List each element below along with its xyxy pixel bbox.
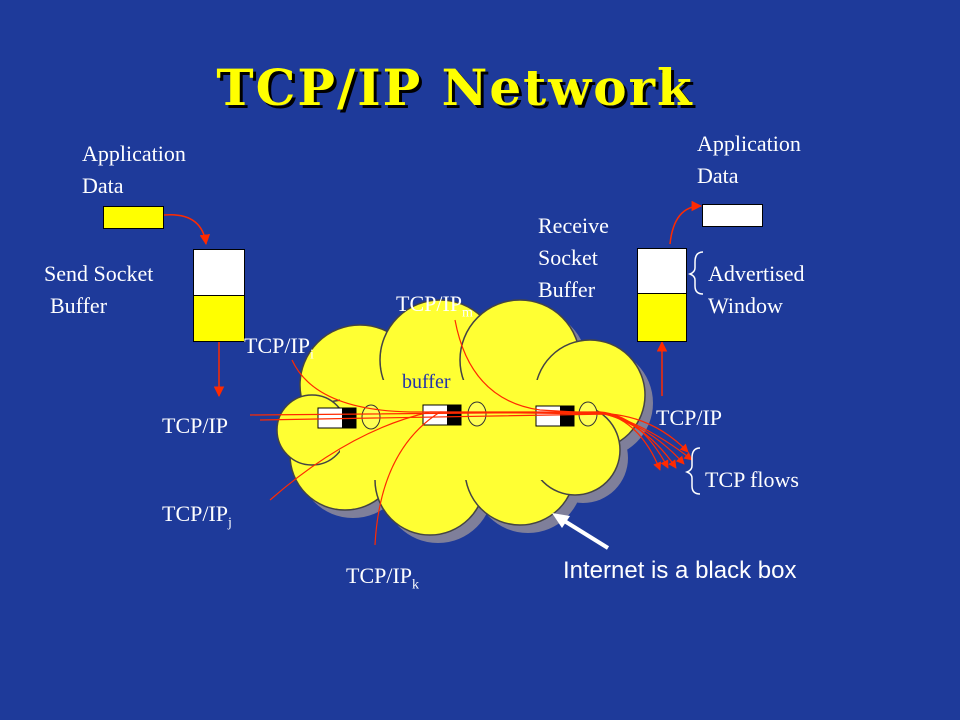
tcp-flows-label: TCP flows	[705, 467, 799, 492]
receive-buffer-to-app-arrow	[669, 200, 703, 245]
cloud-fill	[340, 380, 590, 480]
flow-label-i: TCP/IPi	[244, 333, 314, 363]
sender-tcp-label: TCP/IP	[162, 413, 229, 438]
advertised-window-label: Advertised Window	[708, 261, 805, 318]
receiver-app-data-block	[702, 204, 763, 227]
flow-label-m: TCP/IPm	[396, 291, 473, 321]
black-box-pointer	[556, 515, 610, 550]
black-box-pointer-head	[552, 513, 570, 528]
flow-label-j: TCP/IPj	[162, 501, 232, 531]
receive-buffer-empty	[637, 248, 687, 295]
send-buffer-filled	[193, 295, 245, 342]
tcp-flow-lines	[249, 319, 693, 546]
receive-buffer-filled	[637, 293, 687, 342]
flow-label-k: TCP/IPk	[346, 563, 420, 593]
send-socket-buffer-label: Send Socket Buffer	[44, 261, 154, 318]
receiver-tcp-label: TCP/IP	[656, 405, 723, 430]
slide-title: TCP/IP Network	[216, 58, 694, 117]
receive-socket-buffer-label: Receive Socket Buffer	[538, 213, 609, 302]
black-box-note: Internet is a black box	[563, 557, 797, 584]
send-buffer-empty	[193, 249, 245, 296]
app-to-send-buffer-arrow	[163, 214, 211, 246]
sender-app-data-label: Application Data	[82, 141, 186, 198]
buffer-label: buffer	[402, 371, 451, 393]
advertised-window-brace	[687, 251, 704, 295]
receiver-app-data-label: Application Data	[697, 131, 801, 188]
tcp-flows-brace	[684, 447, 701, 495]
sender-app-data-block	[103, 206, 164, 229]
